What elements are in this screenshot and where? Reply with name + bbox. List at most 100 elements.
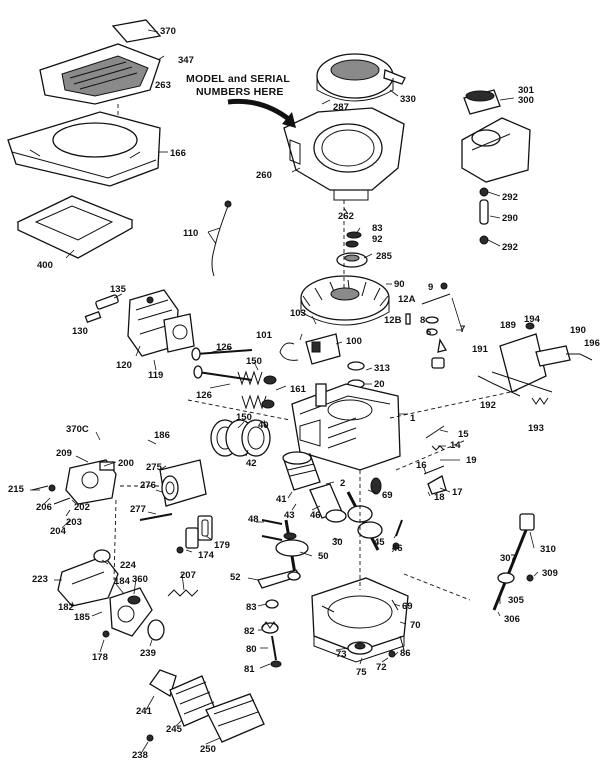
part-governor-parts [405, 282, 451, 369]
part-sump-fasteners [347, 635, 405, 658]
part-blower-housing [283, 107, 405, 201]
callout-20: 20 [374, 379, 385, 390]
callout-276: 276 [140, 480, 156, 491]
callout-215: 215 [8, 484, 25, 495]
part-sump [311, 577, 409, 663]
callout-46-lower: 46 [392, 543, 403, 554]
callout-70: 70 [410, 620, 421, 631]
callout-48: 48 [248, 514, 259, 525]
callout-leaders [30, 29, 539, 753]
callout-192: 192 [480, 400, 496, 411]
part-muffler-bolt [139, 513, 173, 521]
callout-306: 306 [504, 614, 520, 625]
callout-305: 305 [508, 595, 525, 606]
part-fuel-tank [461, 117, 531, 183]
callout-285: 285 [376, 251, 393, 262]
callout-241: 241 [136, 706, 153, 717]
callout-75: 75 [356, 667, 367, 678]
part-breather [347, 361, 365, 389]
callout-194: 194 [524, 314, 541, 325]
callout-174: 174 [198, 550, 215, 561]
callout-202: 202 [74, 502, 90, 513]
callout-130: 130 [72, 326, 88, 337]
callout-52: 52 [230, 572, 241, 583]
callout-292-upper: 292 [502, 192, 518, 203]
callout-179: 179 [214, 540, 230, 551]
part-control-bracket [491, 322, 593, 393]
callout-86: 86 [400, 648, 411, 659]
part-seal-ring [147, 619, 165, 641]
callout-81: 81 [244, 664, 255, 675]
callout-360: 360 [132, 574, 148, 585]
part-gasket-rings [210, 419, 271, 457]
part-spark-plug [84, 294, 119, 324]
part-dipstick [492, 513, 535, 611]
callout-207: 207 [180, 570, 196, 581]
callout-72: 72 [376, 662, 387, 673]
part-decal [111, 19, 162, 43]
callout-82: 82 [244, 626, 255, 637]
part-shroud [7, 111, 161, 187]
part-filter-plate [16, 195, 134, 259]
callout-193: 193 [528, 423, 544, 434]
callout-120: 120 [116, 360, 132, 371]
part-air-cleaner-base [57, 549, 119, 607]
note-arrow [227, 98, 296, 128]
callout-43: 43 [284, 510, 295, 521]
callout-40: 40 [258, 420, 269, 431]
callout-101: 101 [256, 330, 273, 341]
callout-224: 224 [120, 560, 137, 571]
part-fuel-pump [102, 587, 153, 638]
callout-300: 300 [518, 95, 534, 106]
callout-83-lower: 83 [246, 602, 257, 613]
callout-14: 14 [450, 440, 461, 451]
part-armature [279, 333, 341, 365]
part-oil-pump [261, 599, 282, 668]
callout-161: 161 [290, 384, 307, 395]
callout-203: 203 [66, 517, 82, 528]
callout-275: 275 [146, 462, 163, 473]
part-rewind-starter [316, 53, 406, 102]
part-muffler [159, 459, 207, 507]
callout-178: 178 [92, 652, 108, 663]
callout-50: 50 [318, 551, 329, 562]
callout-186: 186 [154, 430, 170, 441]
callout-69-lower: 69 [402, 601, 413, 612]
callout-17: 17 [452, 487, 463, 498]
callout-370c: 370C [66, 424, 89, 435]
callout-73: 73 [336, 649, 347, 660]
part-flywheel [300, 275, 390, 326]
callout-307: 307 [500, 553, 516, 564]
part-tappet [257, 569, 302, 589]
callout-135: 135 [110, 284, 127, 295]
callout-12b: 12B [384, 315, 402, 326]
part-piston [282, 451, 321, 491]
model-serial-note-line1: MODEL and SERIAL [186, 73, 290, 85]
callout-263: 263 [155, 80, 171, 91]
callout-8: 8 [420, 315, 425, 326]
callout-80: 80 [246, 644, 257, 655]
part-flywheel-washer [336, 231, 368, 268]
callout-290: 290 [502, 213, 518, 224]
callout-30: 30 [332, 537, 343, 548]
callout-15: 15 [458, 429, 469, 440]
callout-189: 189 [500, 320, 516, 331]
callout-239: 239 [140, 648, 156, 659]
callout-83-upper: 83 [372, 223, 383, 234]
callout-100: 100 [346, 336, 362, 347]
callout-260: 260 [256, 170, 272, 181]
callout-313: 313 [374, 363, 390, 374]
callout-labels: 370 347 263 166 400 287 330 260 262 301 … [8, 26, 600, 761]
callout-2: 2 [340, 478, 345, 489]
part-throttle-linkage [477, 375, 549, 405]
callout-1: 1 [410, 413, 416, 424]
callout-223: 223 [32, 574, 48, 585]
callout-301: 301 [518, 85, 535, 96]
part-fuel-cap [463, 89, 501, 115]
callout-400: 400 [37, 260, 53, 271]
callout-196: 196 [584, 338, 600, 349]
callout-119: 119 [148, 370, 163, 381]
callout-347: 347 [178, 55, 194, 66]
callout-19: 19 [466, 455, 477, 466]
